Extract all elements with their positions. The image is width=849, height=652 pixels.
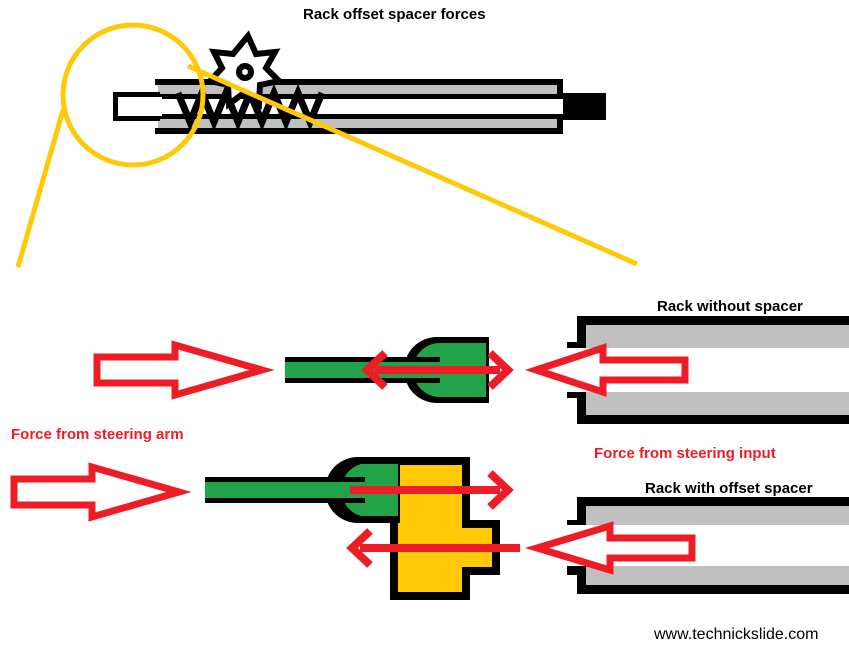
steering-arm-force-arrow-bottom (10, 462, 192, 522)
rack-housing-bottom-rail-inner (155, 114, 563, 119)
rack-housing-upper-gray-top (586, 325, 849, 348)
label-rack-with-offset-spacer: Rack with offset spacer (645, 480, 813, 497)
rack-housing-upper-gray-bottom (586, 506, 849, 525)
rack-housing-lower-gray-bottom (586, 566, 849, 585)
callout-line-lower (15, 109, 66, 268)
rack-housing-bottom-rail (155, 128, 563, 134)
rack-housing-lower-gray-top (586, 392, 849, 415)
tie-rod-shaft-green-bottom (205, 482, 365, 498)
label-rack-without-spacer: Rack without spacer (657, 298, 803, 315)
steering-input-force-arrow-bottom (524, 521, 696, 575)
label-force-from-steering-input: Force from steering input (594, 445, 776, 462)
rack-with-offset-spacer-diagram (10, 457, 849, 600)
rack-shaft-left-inner (118, 97, 162, 116)
callout-line-upper (186, 63, 639, 267)
rack-without-spacer-diagram (93, 316, 849, 424)
reaction-arrow-head-right-top (487, 350, 514, 390)
rack-housing-right-endcap (557, 79, 606, 134)
rack-housing-top-rail-inner (155, 94, 563, 99)
rack-housing-upper-gray (158, 85, 560, 94)
steering-arm-force-arrow-top (93, 340, 275, 400)
rack-and-pinion-detail (15, 22, 639, 268)
lower-offset-force-arrow-head (346, 528, 373, 568)
label-force-from-steering-arm: Force from steering arm (11, 426, 184, 443)
upper-offset-force-arrow-head (487, 470, 514, 510)
rack-housing-lower-gray (158, 119, 560, 128)
steering-input-force-arrow-top (524, 343, 689, 397)
page-title: Rack offset spacer forces (303, 6, 486, 23)
pinion-center-hole-icon (236, 63, 254, 81)
reaction-arrow-head-left-top (361, 350, 388, 390)
callout-circle (60, 22, 206, 168)
rack-housing-top-rail (155, 79, 563, 85)
offset-spacer-yellow (398, 465, 492, 592)
watermark: www.technickslide.com (654, 626, 819, 643)
